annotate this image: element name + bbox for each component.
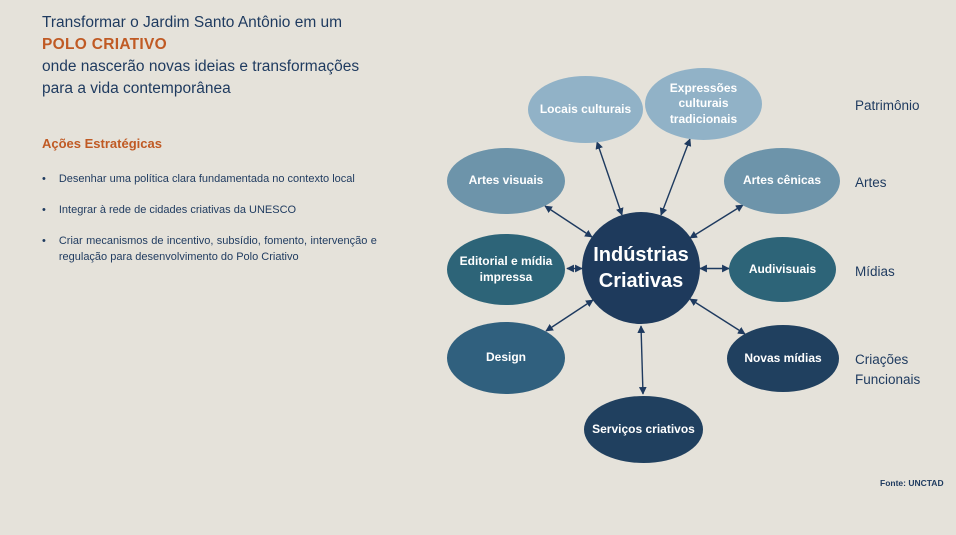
node-artes-cenicas: Artes cênicas [724,148,840,214]
title-line-1: Transformar o Jardim Santo Antônio em um [42,14,343,31]
node-label: Expressões culturais tradicionais [669,80,738,126]
intro-block: Transformar o Jardim Santo Antônio em um… [42,12,394,265]
node-industrias-criativas: Indústrias Criativas [582,212,700,324]
node-expressoes-culturais: Expressões culturais tradicionais [645,68,762,140]
node-locais-culturais: Locais culturais [528,76,643,143]
actions-heading: Ações Estratégicas [42,136,162,151]
category-patrimonio: Patrimônio [855,98,920,113]
bullet-icon: • [42,235,46,247]
node-novas-midias: Novas mídias [727,325,839,392]
action-text: Integrar à rede de cidades criativas da … [58,204,297,216]
arrow-novas-midias [689,298,746,335]
node-design: Design [447,322,565,394]
node-label: Novas mídias [744,350,822,365]
category-midias: Mídias [855,264,895,279]
actions-list: • Desenhar uma política clara fundamenta… [42,171,394,265]
title-line-2: onde nascerão novas ideias e transformaç… [42,58,360,97]
arrow-artes-cenicas [689,204,744,239]
node-label: Design [485,350,526,365]
action-item: • Integrar à rede de cidades criativas d… [42,202,394,218]
node-editorial-midia-impressa: Editorial e mídia impressa [447,234,565,305]
node-label: Locais culturais [539,101,632,116]
bullet-icon: • [42,204,46,216]
category-artes: Artes [855,175,887,190]
node-audivisuais: Audivisuais [729,237,836,302]
node-label: Artes visuais [468,173,544,188]
action-item: • Desenhar uma política clara fundamenta… [42,171,394,187]
node-label: Indústrias Criativas [593,244,689,292]
action-text: Criar mecanismos de incentivo, subsídio,… [58,235,377,263]
node-label: Serviços criativos [592,421,695,436]
action-item: • Criar mecanismos de incentivo, subsídi… [42,233,394,265]
arrow-artes-visuais [544,205,593,238]
action-text: Desenhar uma política clara fundamentada… [58,173,355,185]
title-highlight: POLO CRIATIVO [42,36,168,53]
node-label: Editorial e mídia impressa [459,253,553,284]
node-servicos-criativos: Serviços criativos [584,396,703,463]
node-label: Artes cênicas [742,173,822,188]
source-note: Fonte: UNCTAD [880,478,944,488]
node-artes-visuais: Artes visuais [447,148,565,214]
category-criacoes-funcionais: Criações Funcionais [855,352,921,387]
node-label: Audivisuais [748,261,817,276]
arrow-servicos-criativos [637,325,647,395]
arrow-locais-culturais [595,141,624,216]
arrow-expressoes-culturais [659,138,692,216]
arrow-design [545,299,594,332]
bullet-icon: • [42,173,46,185]
